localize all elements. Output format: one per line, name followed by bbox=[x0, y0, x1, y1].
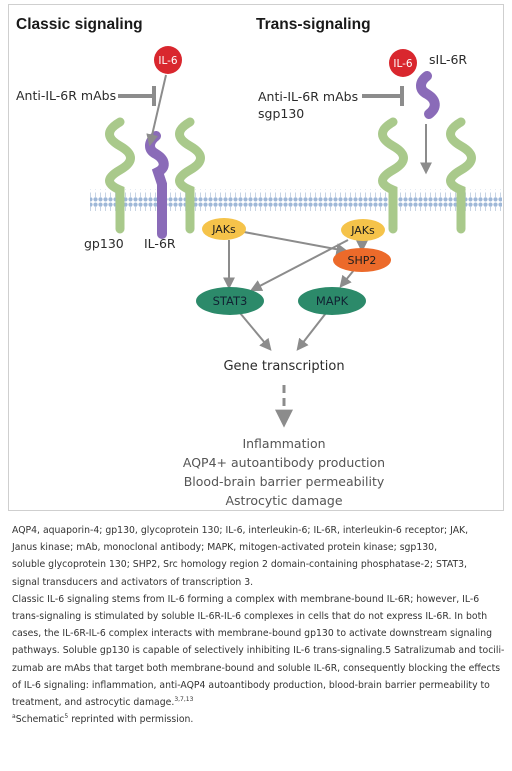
gp130-receptor-classic-left bbox=[105, 117, 135, 234]
inhibition-bar-classic bbox=[118, 86, 156, 106]
abbreviations-paragraph: AQP4, aquaporin-4; gp130, glycoprotein 1… bbox=[12, 522, 504, 591]
outcome-aqp4-autoantibody: AQP4+ autoantibody production bbox=[183, 455, 385, 470]
il6-signaling-diagram: Classic signaling Trans-signaling IL-6 A… bbox=[16, 16, 502, 508]
abbreviation-line: Janus kinase; mAb, monoclonal antibody; … bbox=[12, 542, 438, 554]
jaks-to-shp2-arrow-left bbox=[243, 231, 349, 256]
abbreviation-line: AQP4, aquaporin-4; gp130, glycoprotein 1… bbox=[12, 525, 469, 536]
description-last-line-text: treatment, and astrocytic damage. bbox=[12, 697, 175, 709]
gp130-receptor-classic-right bbox=[175, 117, 205, 234]
mapk-node-label: MAPK bbox=[316, 294, 349, 308]
description-last-line: treatment, and astrocytic damage.3,7,13 bbox=[12, 694, 504, 711]
stat3-node-label: STAT3 bbox=[213, 294, 248, 308]
reference-superscript: 3,7,13 bbox=[174, 695, 194, 703]
reprint-reference: 5 bbox=[64, 713, 69, 721]
classic-signaling-title: Classic signaling bbox=[16, 16, 143, 33]
il6-to-receptor-arrow bbox=[146, 74, 167, 147]
outcome-bbb-permeability: Blood-brain barrier permeability bbox=[184, 474, 385, 489]
reprint-schematic-word: Schematic bbox=[15, 714, 65, 726]
outcome-astrocytic-damage: Astrocytic damage bbox=[225, 493, 342, 508]
description-line: cases, the IL-6R-IL-6 complex interacts … bbox=[12, 628, 493, 640]
shp2-node-label: SHP2 bbox=[348, 254, 377, 267]
description-line: pathways. Soluble gp130 is capable of se… bbox=[12, 645, 505, 657]
soluble-il6r bbox=[416, 71, 440, 119]
jaks-node-trans bbox=[341, 219, 385, 241]
mapk-to-gene-arrow bbox=[296, 312, 327, 351]
description-line: of IL-6 signaling: inflammation, anti-AQ… bbox=[12, 679, 490, 691]
il6-ligand-classic-label: IL-6 bbox=[158, 55, 178, 67]
gene-transcription-label: Gene transcription bbox=[223, 359, 344, 374]
reprint-note: aSchematic5 reprinted with permission. bbox=[12, 711, 504, 728]
jaks-node-classic-label: JAKs bbox=[211, 223, 236, 236]
gp130-receptor-trans-left bbox=[378, 117, 408, 234]
sil6r-label: sIL-6R bbox=[429, 52, 467, 67]
jaks-node-trans-label: JAKs bbox=[350, 224, 375, 237]
description-line: trans-signaling is stimulated by soluble… bbox=[12, 611, 488, 623]
jaks-node-classic bbox=[202, 218, 246, 240]
description-paragraph: Classic IL-6 signaling stems from IL-6 f… bbox=[12, 591, 504, 711]
shp2-node bbox=[333, 248, 391, 272]
sgp130-label: sgp130 bbox=[258, 106, 304, 121]
il6r-receptor-classic bbox=[145, 131, 169, 239]
anti-il6r-mabs-classic-label: Anti-IL-6R mAbs bbox=[16, 88, 116, 103]
reprint-note-text: reprinted with permission. bbox=[68, 714, 194, 726]
il6-ligand-trans-label: IL-6 bbox=[393, 58, 413, 70]
shp2-to-mapk-arrow bbox=[339, 269, 355, 288]
gp130-receptor-trans-right bbox=[446, 117, 476, 234]
anti-il6r-mabs-trans-label: Anti-IL-6R mAbs bbox=[258, 89, 358, 104]
abbreviation-line: soluble glycoprotein 130; SHP2, Src homo… bbox=[12, 559, 468, 571]
footnote-marker: a bbox=[12, 713, 16, 721]
il6-ligand-classic bbox=[154, 46, 182, 74]
inhibition-bar-trans bbox=[362, 86, 404, 106]
description-line: Classic IL-6 signaling stems from IL-6 f… bbox=[12, 593, 480, 605]
mapk-node bbox=[298, 287, 366, 315]
trans-signaling-title: Trans-signaling bbox=[256, 16, 371, 33]
stat3-to-gene-arrow bbox=[239, 312, 272, 351]
il6-ligand-trans bbox=[389, 49, 417, 77]
stat3-node bbox=[196, 287, 264, 315]
figure-caption: AQP4, aquaporin-4; gp130, glycoprotein 1… bbox=[12, 522, 504, 728]
gp130-label: gp130 bbox=[84, 236, 124, 251]
cell-membrane bbox=[90, 189, 502, 211]
description-line: zumab are mAbs that target both membrane… bbox=[12, 662, 501, 674]
abbreviation-line: signal transducers and activators of tra… bbox=[12, 576, 254, 588]
outcome-inflammation: Inflammation bbox=[242, 436, 325, 451]
il6r-label: IL-6R bbox=[144, 236, 176, 251]
jaks-to-stat3-arrow-right bbox=[249, 239, 349, 292]
